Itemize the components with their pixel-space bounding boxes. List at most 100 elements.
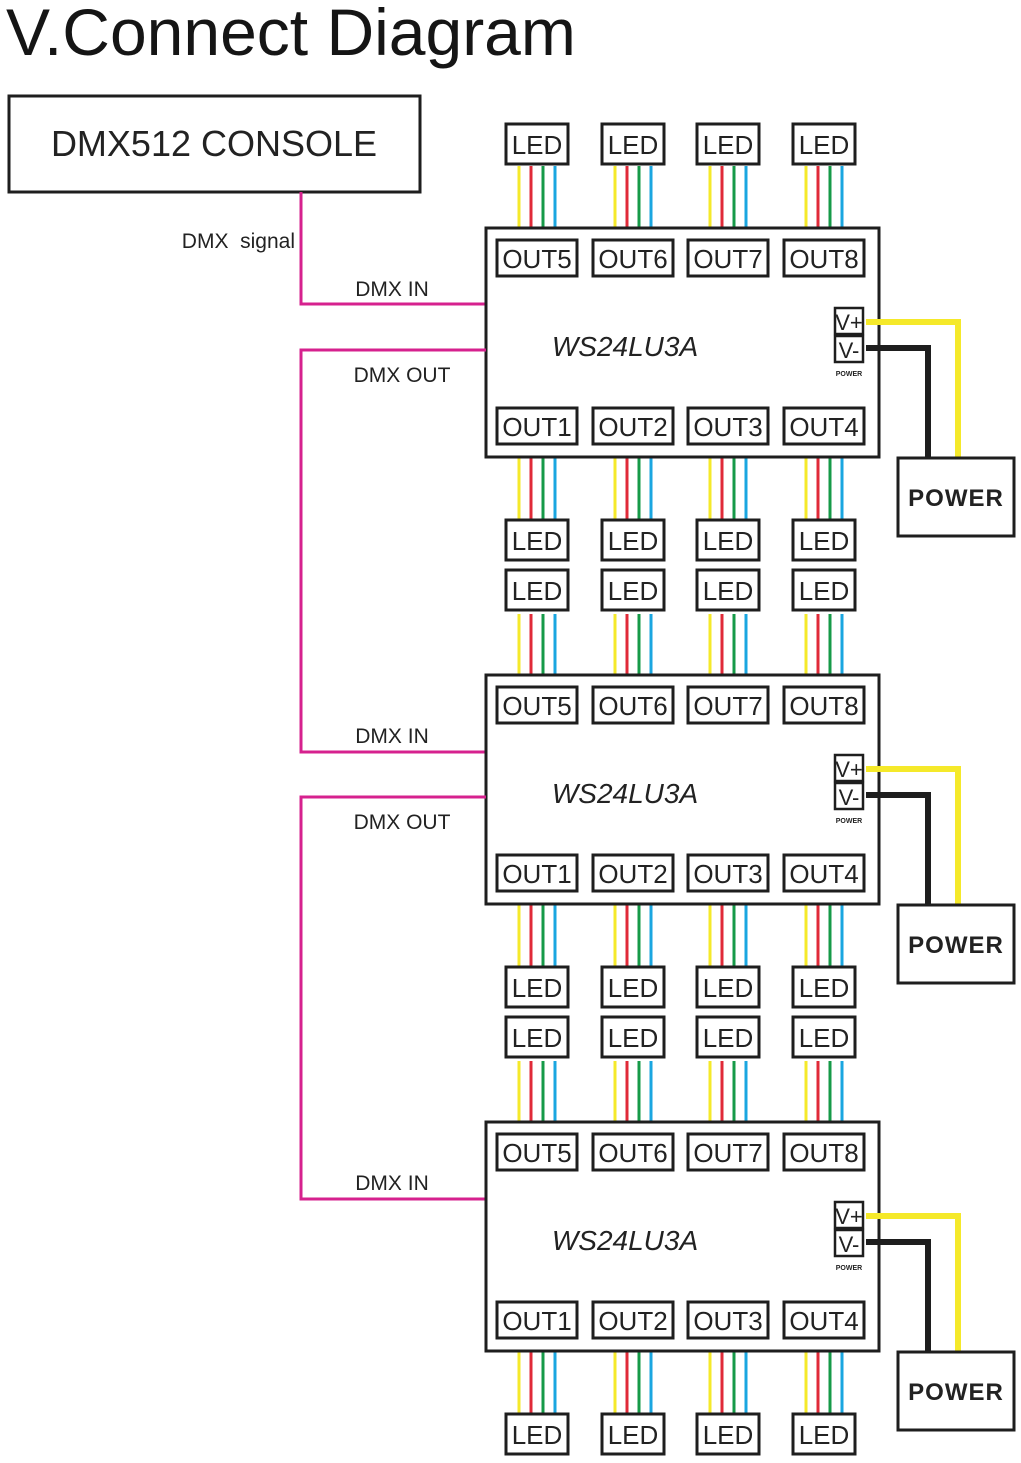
led-label: LED xyxy=(799,1420,850,1450)
terminal-label: OUT5 xyxy=(502,691,571,721)
console-box xyxy=(7,94,422,194)
terminal-box xyxy=(591,853,675,893)
terminal-box xyxy=(495,406,579,446)
controller-unit: OUT5OUT1OUT6OUT2OUT7OUT3OUT8OUT4WS24LU3A… xyxy=(299,122,1016,754)
v-minus-label: V- xyxy=(839,785,860,810)
led-label: LED xyxy=(608,526,659,556)
power-supply: POWER xyxy=(896,456,1016,538)
terminal-label: OUT3 xyxy=(693,412,762,442)
led-label: LED xyxy=(608,130,659,160)
v-minus-terminal xyxy=(833,781,865,811)
v-plus-terminal xyxy=(833,306,865,336)
led-label: LED xyxy=(608,1420,659,1450)
led-box xyxy=(504,1015,570,1059)
led-module: LED xyxy=(504,965,570,1009)
dmx-daisy-chain-wire xyxy=(299,795,486,1201)
led-box xyxy=(695,1015,761,1059)
power-terminal-block: V+V-POWER xyxy=(833,753,865,825)
output-terminal-out2: OUT2 xyxy=(591,1300,675,1340)
output-terminal-out5: OUT5 xyxy=(495,1132,579,1172)
terminal-box xyxy=(591,1300,675,1340)
led-box xyxy=(504,568,570,612)
power-supply-label: POWER xyxy=(908,932,1004,959)
led-module: LED xyxy=(504,1412,570,1456)
power-positive-wire xyxy=(866,319,961,458)
terminal-box xyxy=(782,406,866,446)
dmx-daisy-chain-wire xyxy=(299,348,486,754)
led-label: LED xyxy=(703,576,754,606)
v-plus-label: V+ xyxy=(835,1204,863,1229)
led-box xyxy=(791,518,857,562)
output-terminal-out8: OUT8 xyxy=(782,685,866,725)
led-box xyxy=(504,1412,570,1456)
led-label: LED xyxy=(512,526,563,556)
dmx512-console: DMX512 CONSOLE xyxy=(7,94,422,194)
terminal-label: OUT7 xyxy=(693,1138,762,1168)
terminal-label: OUT7 xyxy=(693,244,762,274)
power-supply-label: POWER xyxy=(908,1379,1004,1406)
terminal-label: OUT4 xyxy=(789,859,858,889)
terminal-box xyxy=(591,406,675,446)
output-terminal-out8: OUT8 xyxy=(782,1132,866,1172)
terminal-label: OUT2 xyxy=(598,1306,667,1336)
power-positive-wire xyxy=(866,1213,961,1352)
v-minus-terminal xyxy=(833,334,865,364)
terminal-label: OUT1 xyxy=(502,859,571,889)
controller-model-label: WS24LU3A xyxy=(552,331,698,362)
led-label: LED xyxy=(608,576,659,606)
led-label: LED xyxy=(703,526,754,556)
terminal-label: OUT2 xyxy=(598,412,667,442)
led-module: LED xyxy=(791,1015,857,1059)
console-label: DMX512 CONSOLE xyxy=(51,123,377,164)
power-terminal-block: V+V-POWER xyxy=(833,306,865,378)
dmx-out-label: DMX OUT xyxy=(354,811,451,834)
terminal-label: OUT3 xyxy=(693,859,762,889)
led-box xyxy=(600,1015,666,1059)
led-label: LED xyxy=(703,1420,754,1450)
led-label: LED xyxy=(799,1023,850,1053)
terminal-label: OUT8 xyxy=(789,1138,858,1168)
power-negative-wire xyxy=(866,1239,931,1352)
led-module: LED xyxy=(695,122,761,166)
output-terminal-out2: OUT2 xyxy=(591,853,675,893)
led-module: LED xyxy=(600,518,666,562)
led-module: LED xyxy=(791,122,857,166)
diagram-title: V.Connect Diagram xyxy=(6,0,576,69)
output-terminal-out3: OUT3 xyxy=(686,406,770,446)
terminal-label: OUT5 xyxy=(502,244,571,274)
led-module: LED xyxy=(695,965,761,1009)
power-negative-wire xyxy=(866,345,931,458)
led-box xyxy=(695,965,761,1009)
led-box xyxy=(600,1412,666,1456)
led-module: LED xyxy=(600,1015,666,1059)
led-box xyxy=(695,122,761,166)
output-terminal-out6: OUT6 xyxy=(591,685,675,725)
output-terminal-out4: OUT4 xyxy=(782,853,866,893)
led-module: LED xyxy=(504,1015,570,1059)
controller-model-label: WS24LU3A xyxy=(552,1225,698,1256)
terminal-label: OUT6 xyxy=(598,244,667,274)
led-label: LED xyxy=(703,1023,754,1053)
output-terminal-out5: OUT5 xyxy=(495,685,579,725)
led-label: LED xyxy=(512,1023,563,1053)
led-box xyxy=(791,122,857,166)
led-module: LED xyxy=(695,518,761,562)
terminal-label: OUT1 xyxy=(502,1306,571,1336)
terminal-label: OUT3 xyxy=(693,1306,762,1336)
led-box xyxy=(600,518,666,562)
led-box xyxy=(695,568,761,612)
terminal-box xyxy=(591,238,675,278)
led-module: LED xyxy=(600,1412,666,1456)
dmx-signal-wire xyxy=(299,192,486,306)
led-module: LED xyxy=(791,568,857,612)
v-plus-terminal xyxy=(833,753,865,783)
led-module: LED xyxy=(504,568,570,612)
led-box xyxy=(791,568,857,612)
output-terminal-out5: OUT5 xyxy=(495,238,579,278)
output-terminal-out7: OUT7 xyxy=(686,685,770,725)
power-supply-box xyxy=(896,456,1016,538)
terminal-label: OUT1 xyxy=(502,412,571,442)
led-box xyxy=(791,1412,857,1456)
output-terminal-out4: OUT4 xyxy=(782,1300,866,1340)
controller-unit: OUT5OUT1OUT6OUT2OUT7OUT3OUT8OUT4WS24LU3A… xyxy=(355,1061,1016,1456)
